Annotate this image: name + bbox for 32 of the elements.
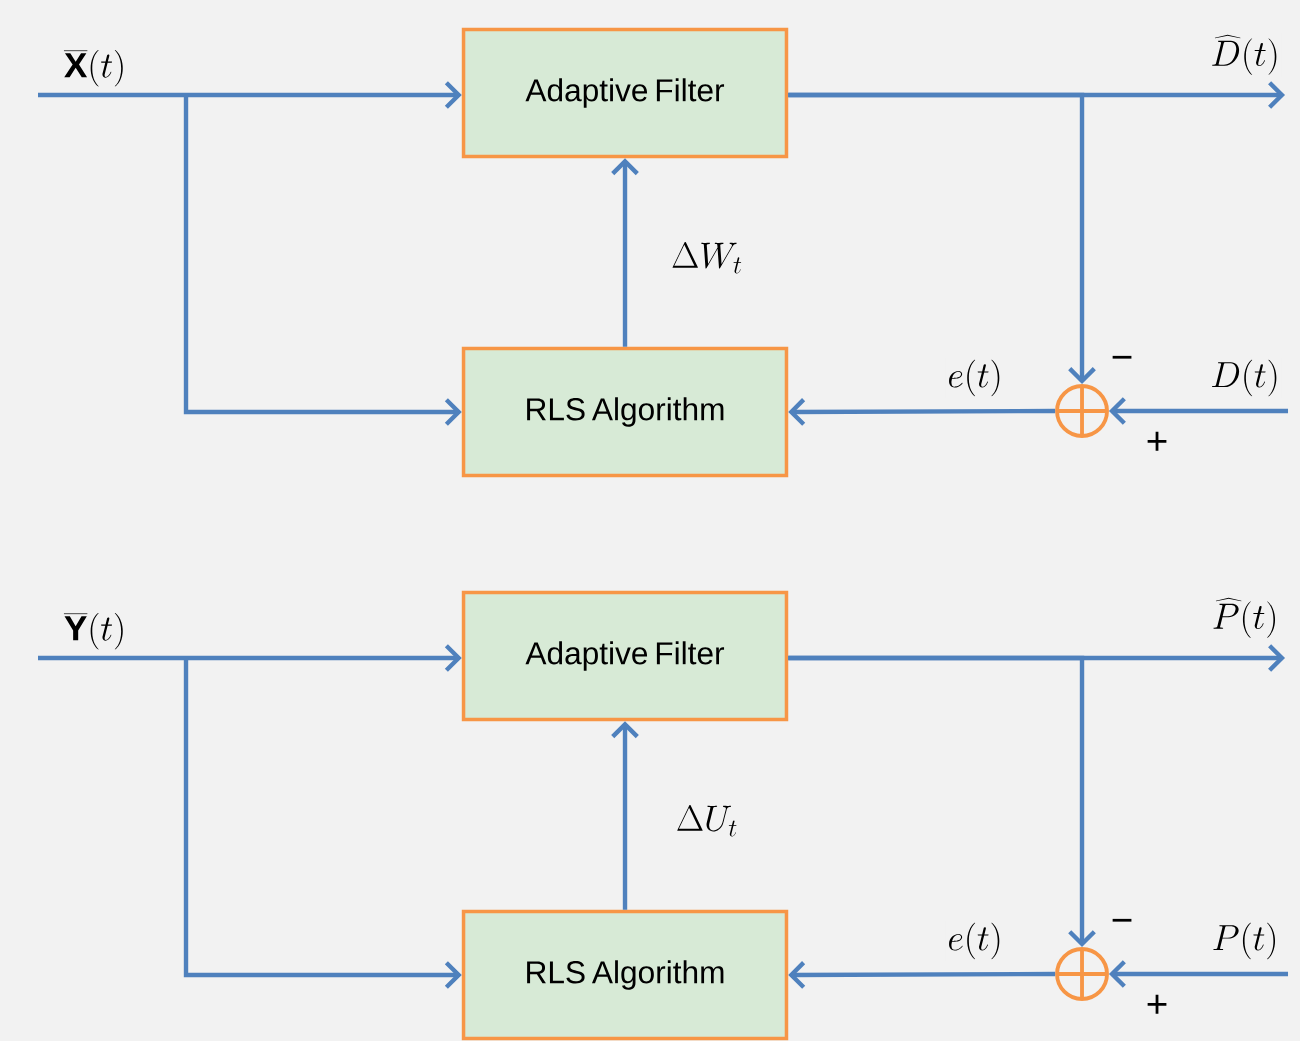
sign-label: + — [1147, 994, 1167, 1014]
process-box: Adaptive Filter — [461, 27, 789, 159]
edge-label: $\widehat{P}(t)$ — [1209, 596, 1281, 640]
process-box: RLS Algorithm — [461, 346, 789, 478]
arrow — [611, 721, 639, 910]
edge-label: $e(t)$ — [945, 921, 1005, 961]
summing-junction — [1055, 384, 1109, 438]
arrow — [788, 92, 1096, 385]
sign-label: − — [1112, 918, 1132, 922]
arrow — [788, 655, 1096, 948]
arrow — [183, 95, 462, 426]
edge-label: $\overline{\mathbf{Y}}(t)$ — [62, 610, 128, 652]
arrow — [1108, 397, 1288, 425]
arrow — [788, 961, 1056, 989]
arrow — [788, 398, 1056, 426]
arrow — [38, 644, 462, 672]
arrow — [38, 81, 462, 109]
arrow — [1108, 960, 1288, 988]
edge-label: $\Delta U_t$ — [674, 804, 740, 838]
edge-label: $\widehat{D}(t)$ — [1208, 33, 1282, 77]
edge-label: $e(t)$ — [945, 358, 1005, 398]
edge-label: $D(t)$ — [1208, 358, 1282, 398]
summing-junction — [1055, 947, 1109, 1001]
sign-label: + — [1147, 431, 1167, 451]
edge-label: $\Delta W_t$ — [669, 241, 745, 275]
edge-label: $P(t)$ — [1209, 921, 1281, 961]
edge-label: $\overline{\mathbf{X}}(t)$ — [62, 47, 128, 89]
process-box: RLS Algorithm — [461, 909, 789, 1041]
sign-label: − — [1112, 355, 1132, 359]
arrow — [611, 158, 639, 347]
arrow — [183, 658, 462, 989]
process-box: Adaptive Filter — [461, 590, 789, 722]
